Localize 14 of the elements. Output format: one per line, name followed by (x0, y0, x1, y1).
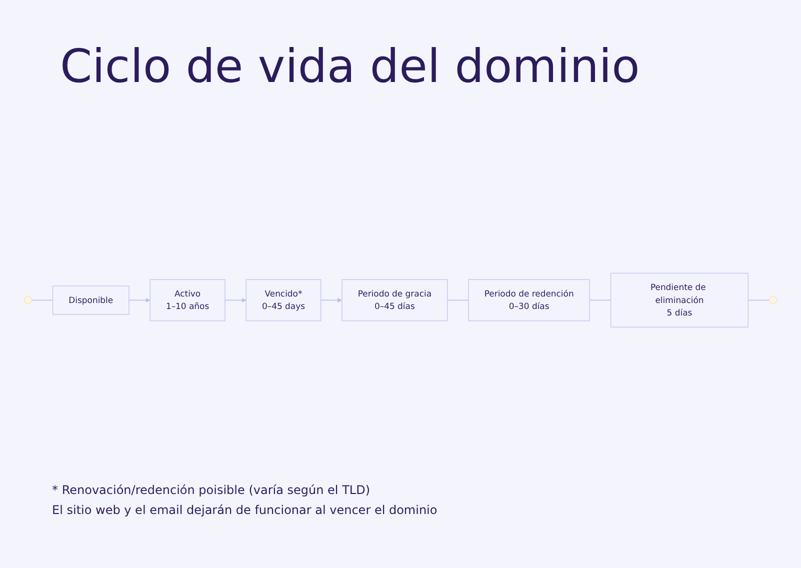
footnote: * Renovación/redención poisible (varía según el TLD) (52, 482, 372, 499)
arrow (224, 298, 246, 302)
node-box: Disponible (52, 285, 130, 315)
node-circle (769, 296, 777, 304)
arrow (128, 298, 150, 302)
node-box: Periodo de redención 0–30 días (468, 278, 590, 321)
node-box: Periodo de gracia 0–45 días (342, 278, 448, 321)
title: Ciclo de vida del dominio (60, 40, 641, 93)
node-box: Vencido* 0–45 days (246, 278, 322, 321)
arrow (320, 298, 342, 302)
node-circle (24, 296, 32, 304)
footnote: El sitio web y el email dejarán de funcionar al vencer el dominio (52, 502, 438, 520)
node-box: Pendiente de eliminación 5 días (610, 272, 749, 328)
node-box: Activo 1–10 años (150, 278, 226, 321)
